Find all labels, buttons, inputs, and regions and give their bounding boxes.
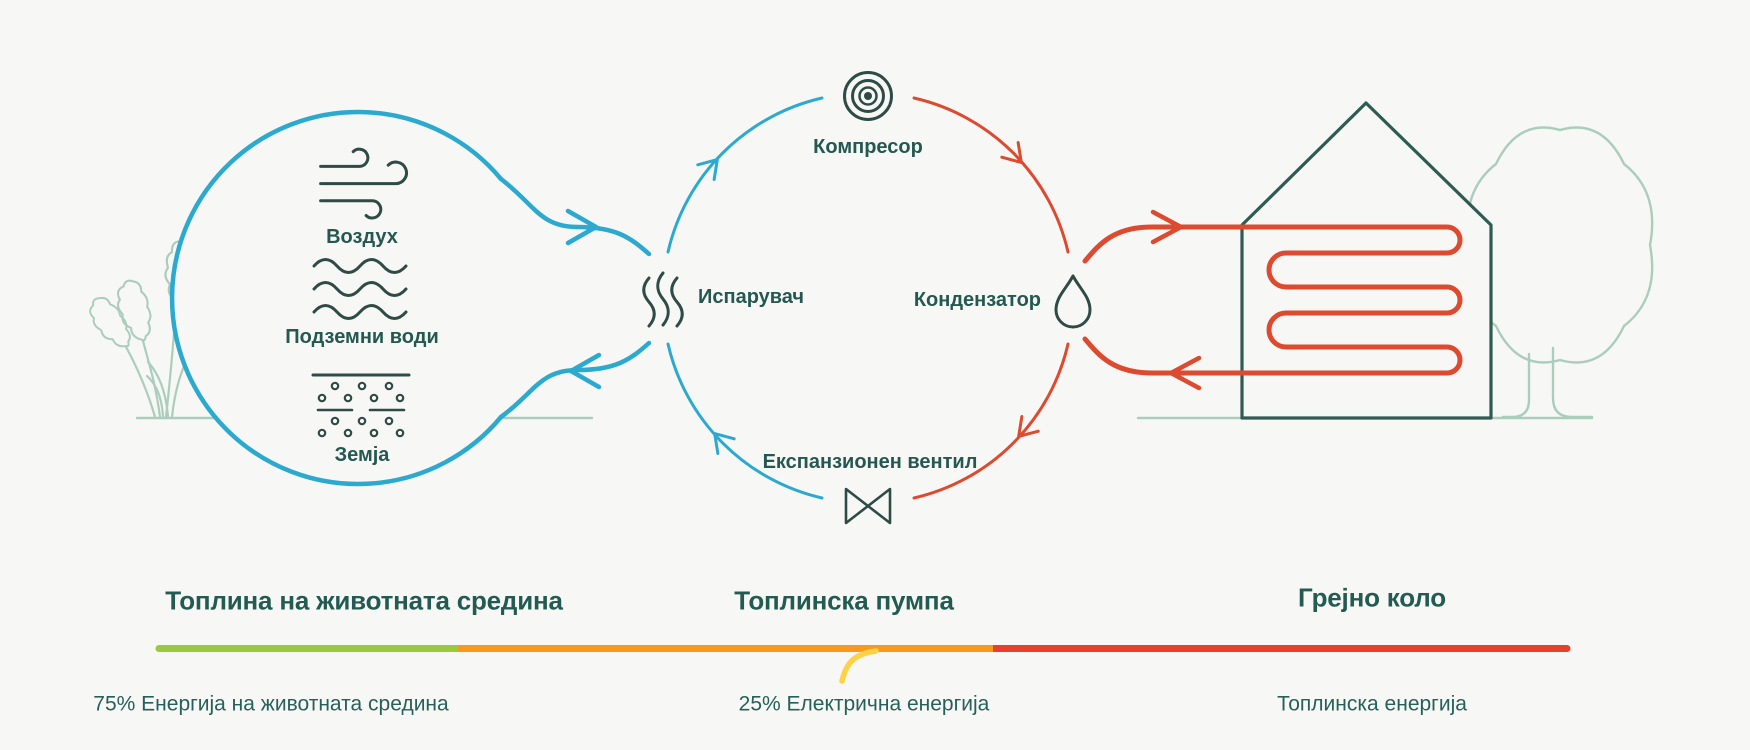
flow-arrow-to-house [1150, 209, 1184, 245]
cycle-arc-valve-to-evaporator [666, 342, 824, 500]
radiator-coil-icon [1082, 224, 1463, 376]
flow-arrow-source-return [568, 352, 602, 390]
earth-label: Земја [334, 444, 390, 466]
cycle-arc-condenser-to-valve [912, 342, 1070, 500]
cycle-arc-evaporator-to-compressor [666, 96, 824, 254]
soil-dots-icon [311, 373, 411, 438]
expansion-valve-label: Експанзионен вентил [762, 451, 978, 473]
tree-icon [1466, 126, 1654, 419]
flow-arrow-from-house [1168, 355, 1202, 391]
valve-bowtie-icon [844, 487, 892, 525]
flow-arrow-to-evaporator [713, 432, 736, 456]
cycle-arc-compressor-to-condenser [912, 96, 1070, 254]
source-return-pipe [498, 340, 652, 420]
compressor-spiral-icon [843, 71, 893, 121]
wind-icon [319, 147, 408, 220]
water-drop-icon [1054, 274, 1092, 329]
water-waves-icon [312, 258, 408, 320]
heating-circuit-heading: Грејно коло [1298, 582, 1446, 613]
grass-icon [81, 234, 203, 419]
environment-heat-heading: Топлина на животната средина [165, 585, 563, 616]
environment-energy-caption: 75% Енергија на животната средина [93, 692, 449, 716]
flow-arrow-source-out [565, 208, 599, 246]
evaporator-label: Испарувач [698, 286, 805, 308]
electric-input-swoosh [839, 648, 879, 684]
steam-icon [642, 271, 684, 328]
flow-arrow-to-valve [1017, 414, 1040, 438]
electric-energy-caption: 25% Електрична енергија [738, 692, 990, 716]
source-outlet-pipe [498, 176, 652, 257]
air-label: Воздух [326, 226, 398, 248]
groundwater-label: Подземни води [285, 326, 439, 348]
heat-pump-heading: Топлинска пумпа [734, 585, 954, 616]
source-circle [169, 109, 504, 487]
flow-arrow-to-condenser [1000, 140, 1023, 164]
condenser-label: Кондензатор [913, 289, 1041, 311]
source-circle-fill [172, 111, 650, 484]
compressor-label: Компресор [813, 136, 923, 158]
thermal-energy-caption: Топлинска енергија [1277, 692, 1467, 716]
flow-arrow-to-compressor [696, 158, 719, 182]
house-icon [1240, 101, 1493, 420]
